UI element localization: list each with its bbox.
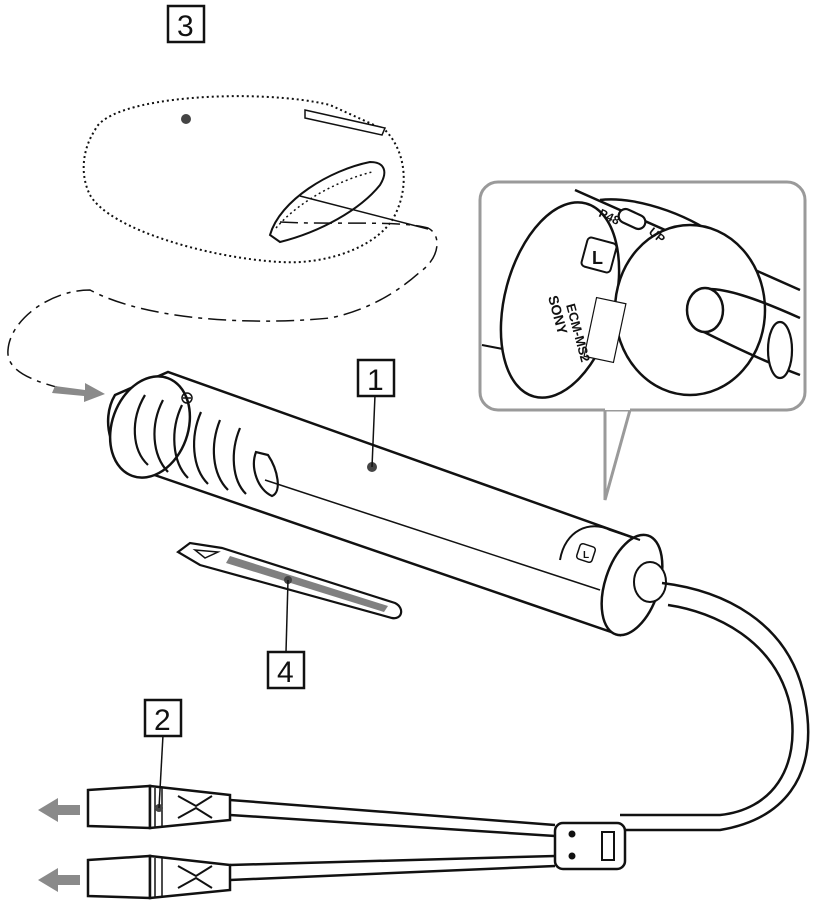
callout-1: 1 xyxy=(356,358,396,398)
switch-l-label-small: L xyxy=(583,550,589,561)
callout-4-label: 4 xyxy=(277,656,294,689)
callout-2: 2 xyxy=(143,698,183,738)
xlr-connector-lower xyxy=(86,854,232,900)
callout-1-label: 1 xyxy=(367,364,384,397)
microphone-illustration: L xyxy=(106,370,667,637)
arrow-left-icon xyxy=(38,798,80,892)
windscreen-illustration xyxy=(7,95,438,389)
callout-2-label: 2 xyxy=(154,704,171,737)
cable-tie-illustration xyxy=(176,541,403,653)
zoom-inset: P48 UP L SONY ECM-MS2 xyxy=(478,180,807,501)
cable-illustration xyxy=(229,581,810,882)
switch-l-label: L xyxy=(592,248,603,268)
callout-4: 4 xyxy=(266,650,306,690)
callout-3: 3 xyxy=(166,4,206,44)
arrow-right-icon xyxy=(52,383,105,402)
xlr-connector-upper xyxy=(86,784,232,830)
callout-3-label: 3 xyxy=(177,10,194,43)
